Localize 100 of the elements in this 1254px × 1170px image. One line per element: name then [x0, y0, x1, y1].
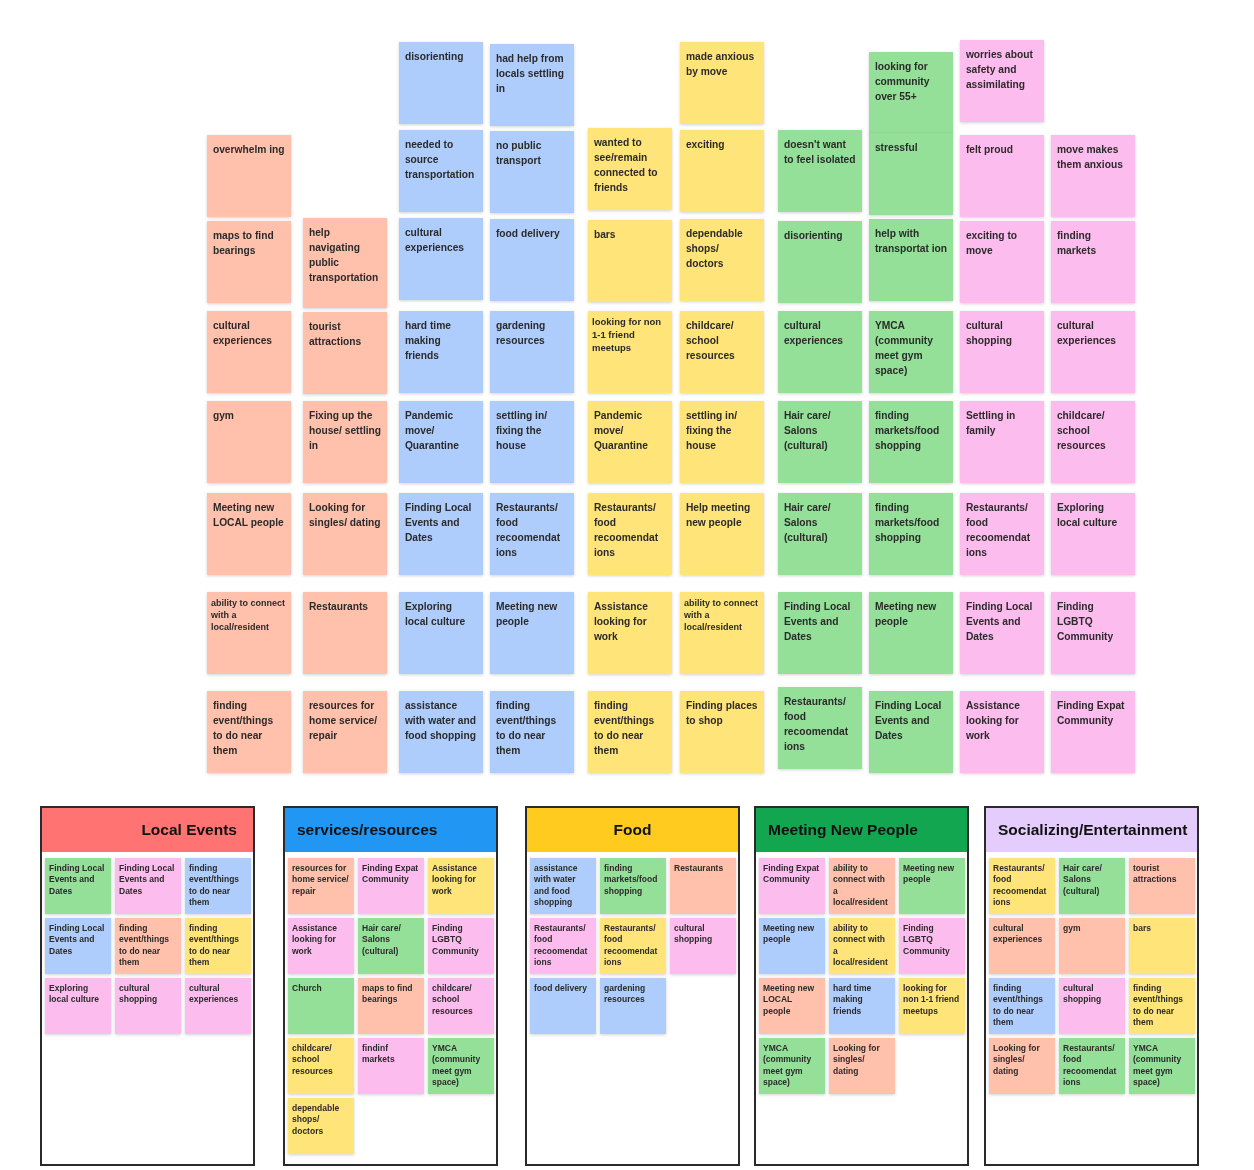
sticky-note [428, 918, 494, 974]
sticky-note [588, 691, 672, 773]
sticky-note [303, 401, 387, 483]
note-text: cultural experiences [212, 319, 274, 349]
sticky-note [960, 691, 1044, 773]
note-text: Help meeting new people [685, 501, 752, 531]
sticky-note [778, 687, 862, 769]
note-text: Assistance looking for work [593, 600, 649, 645]
note-text: Finding Local Events and Dates [49, 863, 106, 898]
sticky-note [960, 221, 1044, 303]
sticky-note [989, 978, 1055, 1034]
note-text: Finding LGBTQ Community [1056, 600, 1115, 645]
note-text: hard time making friends [404, 319, 452, 364]
sticky-note [680, 493, 764, 575]
sticky-note [1059, 918, 1125, 974]
note-text: Meeting new people [495, 600, 559, 630]
note-text: YMCA (community meet gym space) [1133, 1043, 1183, 1089]
sticky-note [1051, 592, 1135, 674]
sticky-note [960, 493, 1044, 575]
note-text: finding event/things to do near them [212, 699, 275, 758]
sticky-note [399, 311, 483, 393]
cluster-frame [754, 806, 969, 1166]
sticky-note [829, 978, 895, 1034]
sticky-note [680, 219, 764, 301]
sticky-note [778, 130, 862, 212]
note-text: YMCA (community meet gym space) [874, 319, 934, 378]
sticky-note [778, 311, 862, 393]
sticky-note [399, 691, 483, 773]
note-text: Assistance looking for work [292, 923, 338, 958]
sticky-note [358, 978, 424, 1034]
sticky-note [600, 978, 666, 1034]
note-text: cultural experiences [783, 319, 845, 349]
note-text: hard time making friends [833, 983, 873, 1018]
sticky-note [869, 133, 953, 215]
note-text: Assistance looking for work [432, 863, 478, 898]
note-text: bars [593, 228, 617, 243]
sticky-note [428, 858, 494, 914]
sticky-note [399, 130, 483, 212]
cluster-title: Socializing/Entertainment [998, 821, 1188, 839]
sticky-note [829, 1038, 895, 1094]
cluster-frame [525, 806, 740, 1166]
sticky-note [829, 918, 895, 974]
sticky-note [1129, 918, 1195, 974]
note-text: no public transport [495, 139, 543, 169]
sticky-note [303, 493, 387, 575]
sticky-note [490, 592, 574, 674]
note-text: Restaurants/ food recoomendat ions [593, 501, 660, 560]
sticky-note [490, 131, 574, 213]
sticky-note [207, 135, 291, 217]
sticky-note [45, 918, 111, 974]
sticky-note [869, 219, 953, 301]
note-text: cultural experiences [993, 923, 1044, 946]
sticky-note [490, 493, 574, 575]
sticky-note [588, 128, 672, 210]
note-text: move makes them anxious [1056, 143, 1124, 173]
note-text: Hair care/ Salons (cultural) [783, 501, 832, 546]
sticky-note [399, 401, 483, 483]
note-text: Meeting new LOCAL people [763, 983, 815, 1018]
note-text: assistance with water and food shopping [534, 863, 579, 909]
sticky-note [207, 311, 291, 393]
note-text: cultural experiences [189, 983, 240, 1006]
sticky-note [680, 42, 764, 124]
sticky-note [185, 858, 251, 914]
sticky-note [899, 858, 965, 914]
sticky-note [1051, 401, 1135, 483]
note-text: dependable shops/ doctors [292, 1103, 341, 1138]
note-text: made anxious by move [685, 50, 756, 80]
sticky-note [303, 218, 387, 308]
note-text: Hair care/ Salons (cultural) [1063, 863, 1103, 898]
note-text: Meeting new people [903, 863, 955, 886]
note-text: Finding Expat Community [763, 863, 821, 886]
note-text: assistance with water and food shopping [404, 699, 477, 744]
sticky-note [680, 592, 764, 674]
note-text: Restaurants/ food recoomendat ions [495, 501, 562, 560]
note-text: childcare/ school resources [432, 983, 474, 1018]
note-text: had help from locals settling in [495, 52, 566, 97]
note-text: dependable shops/ doctors [685, 227, 744, 272]
note-text: looking for non 1-1 friend meetups [592, 316, 663, 355]
sticky-note [288, 1098, 354, 1154]
note-text: finding event/things to do near them [993, 983, 1045, 1029]
note-text: Restaurants/ food recoomendat ions [965, 501, 1032, 560]
sticky-note [303, 691, 387, 773]
note-text: felt proud [965, 143, 1015, 158]
sticky-note [185, 978, 251, 1034]
sticky-note [869, 493, 953, 575]
sticky-note [45, 978, 111, 1034]
sticky-note [960, 135, 1044, 217]
sticky-note [759, 1038, 825, 1094]
note-text: Hair care/ Salons (cultural) [783, 409, 832, 454]
sticky-note [428, 978, 494, 1034]
note-text: ability to connect with a local/resident [684, 597, 759, 634]
note-text: exciting [685, 138, 726, 153]
note-text: cultural experiences [404, 226, 466, 256]
note-text: overwhelm ing [212, 143, 286, 158]
note-text: childcare/ school resources [292, 1043, 334, 1078]
sticky-note [530, 858, 596, 914]
sticky-note [778, 592, 862, 674]
note-text: looking for community over 55+ [874, 60, 931, 105]
sticky-note [1051, 135, 1135, 217]
sticky-note [680, 401, 764, 483]
